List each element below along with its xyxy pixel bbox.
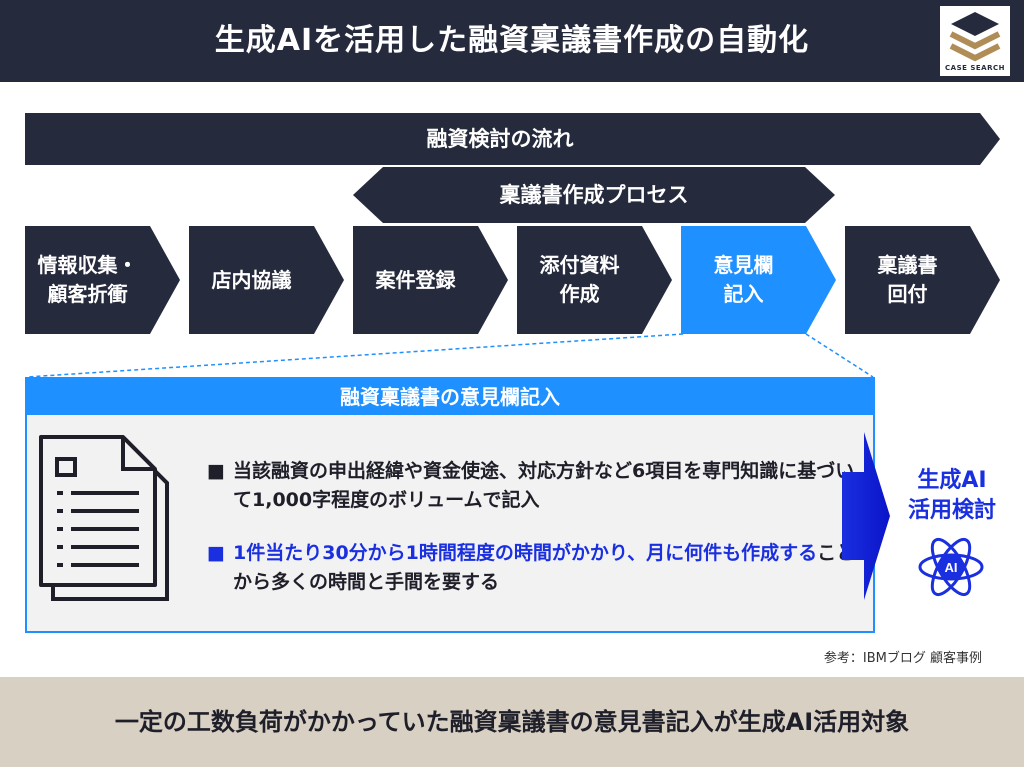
step-label: 案件登録 — [375, 267, 456, 292]
step-label: 意見欄 記入 — [713, 253, 774, 306]
process-bar-arrow — [353, 167, 835, 223]
step-chevron — [353, 226, 508, 334]
bullet-mark: ■ — [207, 460, 225, 482]
bullet-item-content: ■ 当該融資の申出経緯や資金使途、対応方針など6項目を専門知識に基づいて1,00… — [207, 457, 867, 516]
bullet-item-workload: ■ 1件当たり30分から1時間程度の時間がかかり、月に何件も作成することから多く… — [207, 539, 867, 598]
header-bar — [0, 0, 1024, 82]
step-case-registration[interactable]: 案件登録 — [353, 226, 508, 334]
ai-utilization-label: 生成AI 活用検討 — [907, 468, 996, 523]
step-attachment-creation[interactable]: 添付資料 作成 — [517, 226, 672, 334]
step-opinion-entry[interactable]: 意見欄 記入 — [681, 226, 836, 334]
step-in-branch-discussion[interactable]: 店内協議 — [189, 226, 344, 334]
step-information-gathering[interactable]: 情報収集・ 顧客折衝 — [25, 226, 180, 334]
bullet-text: 当該融資の申出経緯や資金使途、対応方針など6項目を専門知識に基づいて1,000字… — [233, 460, 855, 512]
stack-logo-icon — [949, 12, 1001, 62]
step-chevron — [25, 226, 180, 334]
flow-bar-label: 融資検討の流れ — [426, 127, 574, 151]
opinion-entry-detail-panel: 融資稟議書の意見欄記入 ■ 当該融資の申出経緯や資金使途、対応方針など6項目を専… — [25, 377, 875, 633]
bullet-mark: ■ — [207, 542, 225, 564]
step-chevron — [517, 226, 672, 334]
detail-panel-title: 融資稟議書の意見欄記入 — [27, 379, 873, 415]
step-chevron — [845, 226, 1000, 334]
ai-icon-text: AI — [945, 560, 958, 575]
footer-bar — [0, 677, 1024, 767]
step-label: 店内協議 — [211, 267, 292, 292]
step-chevron-highlighted — [681, 226, 836, 334]
flow-bar-arrow — [25, 113, 1000, 165]
step-label: 稟議書 回付 — [877, 253, 938, 306]
case-search-logo: CASE SEARCH — [940, 6, 1010, 76]
reference-note: 参考：IBMブログ 顧客事例 — [823, 651, 982, 666]
step-proposal-circulation[interactable]: 稟議書 回付 — [845, 226, 1000, 334]
ai-atom-icon: AI — [918, 537, 984, 597]
page-title: 生成AIを活用した融資稟議書作成の自動化 — [214, 23, 810, 58]
step-label: 情報収集・ 顧客折衝 — [37, 253, 138, 306]
document-icon — [39, 435, 169, 601]
bullet-text: 1件当たり30分から1時間程度の時間がかかり、月に何件も作成することから多くの時… — [233, 539, 867, 598]
right-arrow-icon — [842, 432, 890, 600]
bullet-highlight-text: 1件当たり30分から1時間程度の時間がかかり、月に何件も作成する — [233, 542, 818, 564]
step-label: 添付資料 作成 — [539, 253, 620, 306]
logo-text: CASE SEARCH — [945, 64, 1005, 72]
step-chevron — [189, 226, 344, 334]
footer-summary: 一定の工数負荷がかかっていた融資稟議書の意見書記入が生成AI活用対象 — [114, 708, 910, 736]
process-bar-label: 稟議書作成プロセス — [499, 183, 689, 207]
